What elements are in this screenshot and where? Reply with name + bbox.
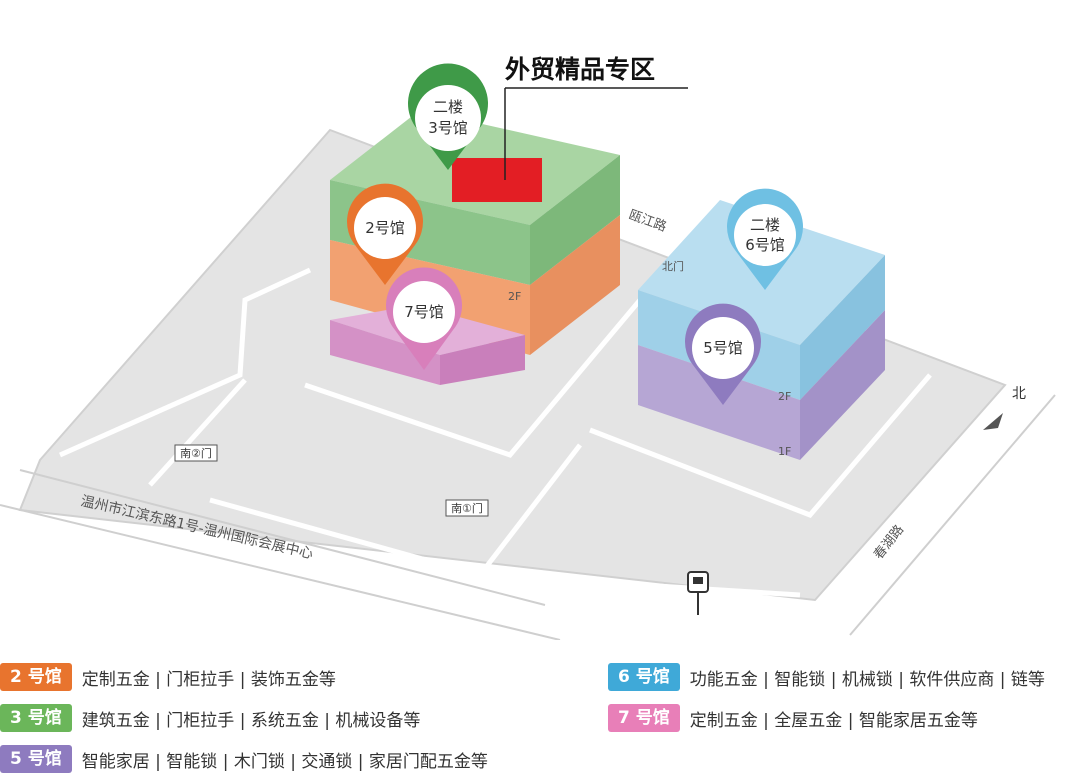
gate-south-2[interactable]: 南②门 <box>174 444 218 462</box>
road-side <box>849 394 1056 636</box>
legend-desc-hall-2: 定制五金 | 门柜拉手 | 装饰五金等 <box>81 669 336 690</box>
pin-hall-3-line1: 二楼 <box>433 98 463 116</box>
legend-desc-hall-5: 智能家居 | 智能锁 | 木门锁 | 交通锁 | 家居门配五金等 <box>81 751 488 772</box>
hall-5-building[interactable] <box>638 310 885 460</box>
floor-label-2f-left: 2F <box>508 290 521 303</box>
walkway <box>58 267 932 598</box>
pin-hall-7[interactable]: 7号馆 <box>386 267 462 370</box>
pin-hall-3-line2: 3号馆 <box>428 119 468 137</box>
legend-hall-6: 6 号馆 功能五金 | 智能锁 | 机械锁 | 软件供应商 | 链等 <box>608 662 1045 692</box>
gate-south-1[interactable]: 南①门 <box>445 499 489 517</box>
zone-title: 外贸精品专区 <box>505 55 655 84</box>
legend-badge-hall-5: 5 号馆 <box>0 745 72 773</box>
pin-hall-5-label: 5号馆 <box>703 339 743 357</box>
legend-badge-hall-2: 2 号馆 <box>0 663 72 691</box>
pin-hall-6-line1: 二楼 <box>750 216 780 234</box>
legend-badge-hall-7: 7 号馆 <box>608 704 680 732</box>
floor-label-1f-right: 1F <box>778 445 791 458</box>
legend-badge-hall-6: 6 号馆 <box>608 663 680 691</box>
legend-desc-hall-6: 功能五金 | 智能锁 | 机械锁 | 软件供应商 | 链等 <box>689 669 1045 690</box>
legend-hall-5: 5 号馆 智能家居 | 智能锁 | 木门锁 | 交通锁 | 家居门配五金等 <box>0 744 488 774</box>
gate-north[interactable]: 北门 <box>662 259 684 273</box>
floor-label-2f-right: 2F <box>778 390 791 403</box>
pin-hall-5[interactable]: 5号馆 <box>685 303 762 405</box>
pin-hall-3[interactable]: 二楼 3号馆 <box>408 63 488 170</box>
pin-hall-2[interactable]: 2号馆 <box>347 183 423 285</box>
road-binjiang <box>0 469 561 640</box>
legend-desc-hall-3: 建筑五金 | 门柜拉手 | 系统五金 | 机械设备等 <box>81 710 421 731</box>
legend-badge-hall-3: 3 号馆 <box>0 704 72 732</box>
legend-hall-7: 7 号馆 定制五金 | 全屋五金 | 智能家居五金等 <box>608 703 978 733</box>
legend-hall-3: 3 号馆 建筑五金 | 门柜拉手 | 系统五金 | 机械设备等 <box>0 703 420 733</box>
compass-label: 北 <box>1012 386 1026 402</box>
foreign-trade-zone[interactable] <box>452 158 542 202</box>
legend-desc-hall-7: 定制五金 | 全屋五金 | 智能家居五金等 <box>689 710 978 731</box>
pin-hall-2-label: 2号馆 <box>365 219 405 237</box>
gate-south-1-label: 南①门 <box>451 501 483 515</box>
gate-south-2-label: 南②门 <box>180 446 212 460</box>
road-label-ou-jiang: 瓯江路 <box>627 207 669 235</box>
pin-hall-6[interactable]: 二楼 6号馆 <box>727 188 803 290</box>
venue-map: 2F 1F 2F 1F 二楼 3号馆 2号馆 7号馆 二楼 6号馆 <box>0 55 1056 640</box>
compass-north-icon: 北 <box>983 386 1026 430</box>
legend-hall-2: 2 号馆 定制五金 | 门柜拉手 | 装饰五金等 <box>0 662 336 692</box>
bus-stop-icon <box>687 571 709 615</box>
pin-hall-6-line2: 6号馆 <box>745 236 785 254</box>
gate-north-label: 北门 <box>662 259 684 273</box>
pin-hall-7-label: 7号馆 <box>404 303 444 321</box>
